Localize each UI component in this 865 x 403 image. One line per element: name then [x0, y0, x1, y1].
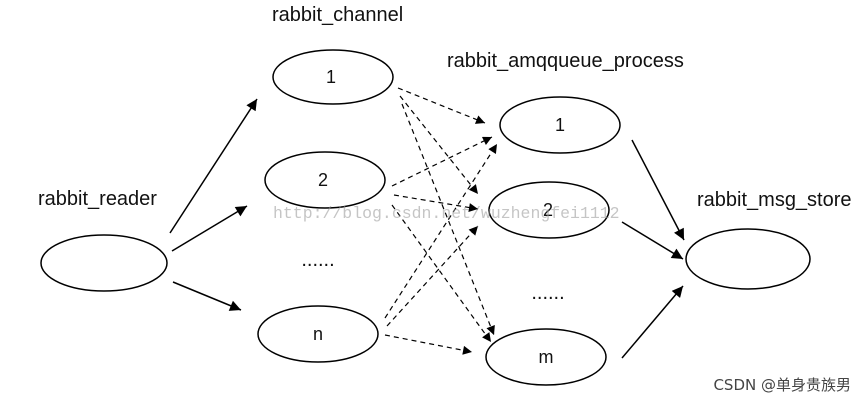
arrow-queue-2-to-store — [621, 221, 684, 260]
queue-node-2-label: 2 — [543, 200, 553, 220]
arrow-channel-n-to-queue-m — [384, 334, 473, 355]
reader-node-shape — [40, 234, 168, 292]
channel-ellipsis: ...... — [301, 249, 334, 271]
queue-node-1-label: 1 — [555, 115, 565, 135]
queue-column-label: rabbit_amqqueue_process — [447, 50, 684, 72]
arrow-channel-n-to-queue-1 — [384, 143, 498, 319]
channel-node-2-label: 2 — [318, 170, 328, 190]
reader-to-channel-arrows — [169, 98, 258, 311]
arrow-channel-1-to-queue-2 — [399, 95, 479, 195]
store-node-shape — [685, 228, 811, 290]
channel-to-queue-arrows — [384, 87, 498, 355]
credit-text: CSDN @单身贵族男 — [713, 376, 851, 394]
arrow-reader-to-channel-1 — [169, 98, 258, 234]
channel-node-2: 2 — [264, 151, 386, 209]
arrow-channel-1-to-queue-m — [401, 103, 495, 336]
reader-node — [40, 234, 168, 292]
arrow-channel-2-to-queue-m — [391, 204, 492, 343]
arrow-channel-1-to-queue-1 — [397, 87, 486, 124]
channel-node-n-label: n — [313, 324, 323, 344]
queue-ellipsis: ...... — [531, 282, 564, 304]
queue-node-2: 2 — [488, 181, 610, 239]
queue-node-2-shape — [488, 181, 610, 239]
channel-node-1-label: 1 — [326, 67, 336, 87]
store-node — [685, 228, 811, 290]
queue-node-1-shape — [499, 96, 621, 154]
channel-node-2-shape — [264, 151, 386, 209]
queue-node-m-label: m — [539, 347, 554, 367]
arrow-channel-n-to-queue-2 — [386, 225, 479, 327]
channel-node-1: 1 — [272, 49, 394, 105]
channel-node-n: n — [257, 305, 379, 363]
watermark-url: http://blog.csdn.net/wuzhengfei1112 — [273, 204, 620, 223]
arrow-queue-m-to-store — [621, 285, 684, 359]
arrow-channel-2-to-queue-1 — [391, 136, 493, 187]
channel-node-1-shape — [272, 49, 394, 105]
queue-node-m: m — [485, 328, 607, 386]
queue-node-1: 1 — [499, 96, 621, 154]
queue-node-m-shape — [485, 328, 607, 386]
arrow-reader-to-channel-n — [172, 281, 242, 311]
reader-column-label: rabbit_reader — [38, 188, 157, 210]
channel-column-label: rabbit_channel — [272, 4, 403, 26]
channel-node-n-shape — [257, 305, 379, 363]
queue-to-store-arrows — [621, 139, 685, 359]
arrow-reader-to-channel-2 — [171, 205, 248, 252]
arrow-queue-1-to-store — [631, 139, 685, 241]
store-column-label: rabbit_msg_store — [697, 189, 852, 211]
